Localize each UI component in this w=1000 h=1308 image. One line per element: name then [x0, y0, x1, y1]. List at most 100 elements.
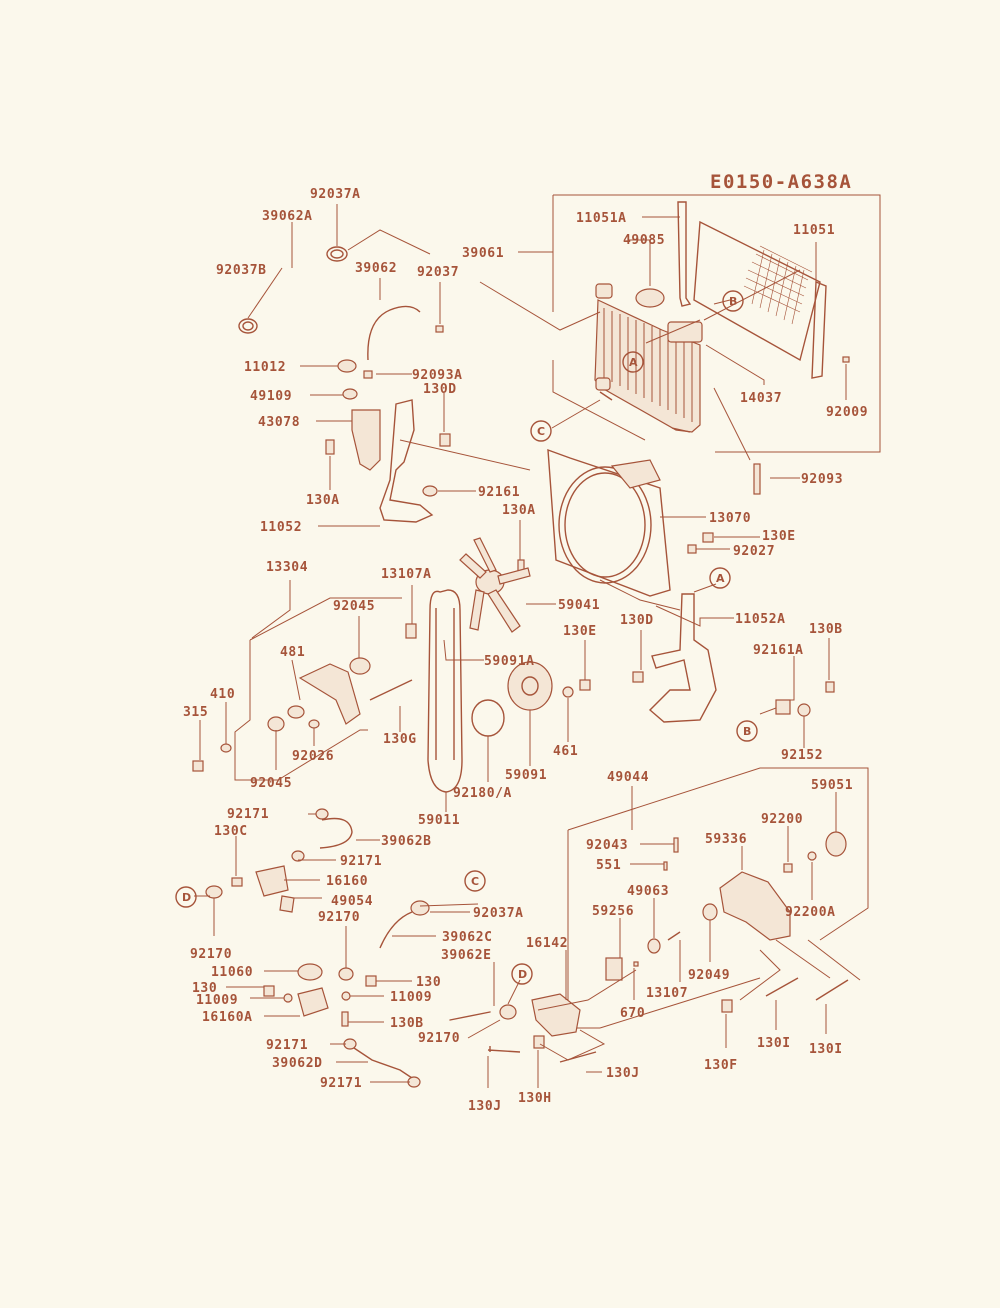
nut-315: [192, 760, 204, 772]
label-92009: 92009: [826, 405, 868, 420]
label-92171-c: 92171: [266, 1038, 308, 1053]
label-11009-left: 11009: [196, 993, 238, 1008]
housing-16160: [255, 865, 289, 897]
clamp-92171-a: [315, 808, 329, 820]
label-39062d: 39062D: [272, 1056, 323, 1071]
oring-11009-left: [283, 993, 293, 1003]
washer-461: [562, 686, 574, 698]
label-461: 461: [553, 744, 578, 759]
ref-d-left: D: [182, 891, 191, 904]
label-11051: 11051: [793, 223, 835, 238]
label-92093: 92093: [801, 472, 843, 487]
label-92171-a: 92171: [227, 807, 269, 822]
label-130j-left: 130J: [468, 1099, 502, 1114]
diagram-code: E0150-A638A: [710, 171, 852, 193]
bolt-130d-top: [439, 433, 451, 447]
label-130b-bottom: 130B: [390, 1016, 424, 1031]
label-92200a: 92200A: [785, 905, 836, 920]
label-92170-left: 92170: [190, 947, 232, 962]
housing-59336: [719, 871, 791, 941]
label-59091: 59091: [505, 768, 547, 783]
label-92027: 92027: [733, 544, 775, 559]
bracket-11051: [811, 280, 827, 379]
label-11051a: 11051A: [576, 211, 627, 226]
pin-551: [663, 861, 668, 871]
label-130h: 130H: [518, 1091, 552, 1106]
shaft-13107: [667, 931, 681, 941]
pin-92043: [673, 837, 679, 853]
label-130b-right: 130B: [809, 622, 843, 637]
hose-39062e: [449, 1011, 491, 1021]
label-59336: 59336: [705, 832, 747, 847]
label-92161a: 92161A: [753, 643, 804, 658]
ref-a-top: A: [629, 356, 638, 369]
bracket-11051a: [677, 201, 692, 307]
label-16160: 16160: [326, 874, 368, 889]
label-92045-top: 92045: [333, 599, 375, 614]
oring-11009-right: [341, 991, 351, 1001]
label-92037a-bottom: 92037A: [473, 906, 524, 921]
fan-59041: [459, 537, 531, 633]
nut-92152: [797, 703, 811, 717]
label-130-a: 130: [416, 975, 441, 990]
label-315: 315: [183, 705, 208, 720]
part-labels: 92037A 39062A 92037B 39062 92037 39061 1…: [183, 187, 868, 1114]
housing-16160a: [297, 987, 329, 1017]
bolt-130g: [369, 679, 413, 701]
label-92037b: 92037B: [216, 263, 267, 278]
nut-92037: [435, 325, 444, 333]
seal-49063: [647, 938, 661, 954]
clamp-92171-b: [291, 850, 305, 862]
label-59256: 59256: [592, 904, 634, 919]
label-92037a-top: 92037A: [310, 187, 361, 202]
thermostat-49054: [279, 895, 295, 913]
clamp-92170-mid: [338, 967, 354, 981]
label-92049: 92049: [688, 968, 730, 983]
pulley-59091: [507, 661, 553, 711]
block-92161a: [775, 699, 791, 715]
clamp-92037a-top: [326, 246, 348, 262]
label-410: 410: [210, 687, 235, 702]
label-92161: 92161: [478, 485, 520, 500]
label-43078: 43078: [258, 415, 300, 430]
gasket-11060: [297, 963, 323, 981]
label-130i-b: 130I: [809, 1042, 843, 1057]
label-92170-mid: 92170: [318, 910, 360, 925]
clamp-92037b: [238, 318, 258, 334]
label-13304: 13304: [266, 560, 308, 575]
label-92152: 92152: [781, 748, 823, 763]
label-59091a: 59091A: [484, 654, 535, 669]
key-670: [633, 961, 639, 967]
label-130f: 130F: [704, 1058, 738, 1073]
label-92170-bottom: 92170: [418, 1031, 460, 1046]
label-92200: 92200: [761, 812, 803, 827]
bolt-130-b: [263, 985, 275, 997]
spacer-92180a: [471, 699, 505, 737]
ref-c-bottom: C: [471, 875, 479, 888]
label-11009-right: 11009: [390, 990, 432, 1005]
label-92093a: 92093A: [412, 368, 463, 383]
bolt-130i-b: [815, 979, 849, 1001]
screen-14037: [693, 220, 821, 362]
hose-39062d: [353, 1047, 413, 1079]
label-130j-right: 130J: [606, 1066, 640, 1081]
gasket-49109: [342, 388, 358, 400]
label-11060: 11060: [211, 965, 253, 980]
gear-59051: [825, 831, 847, 857]
bolt-130b-right: [825, 681, 835, 693]
label-130a-left: 130A: [306, 493, 340, 508]
ref-d-right: D: [518, 968, 527, 981]
hose-39062c: [379, 911, 413, 949]
label-92171-b: 92171: [340, 854, 382, 869]
bolt-130b-bottom: [341, 1011, 349, 1027]
label-11052: 11052: [260, 520, 302, 535]
label-49063: 49063: [627, 884, 669, 899]
ref-b-mid: B: [743, 725, 751, 738]
label-92180a: 92180/A: [453, 786, 512, 801]
leader-lines: [194, 204, 861, 1088]
label-49044: 49044: [607, 770, 649, 785]
nut-92027: [687, 544, 697, 554]
label-13070: 13070: [709, 511, 751, 526]
nut-92093a: [363, 370, 373, 379]
label-39062a: 39062A: [262, 209, 313, 224]
